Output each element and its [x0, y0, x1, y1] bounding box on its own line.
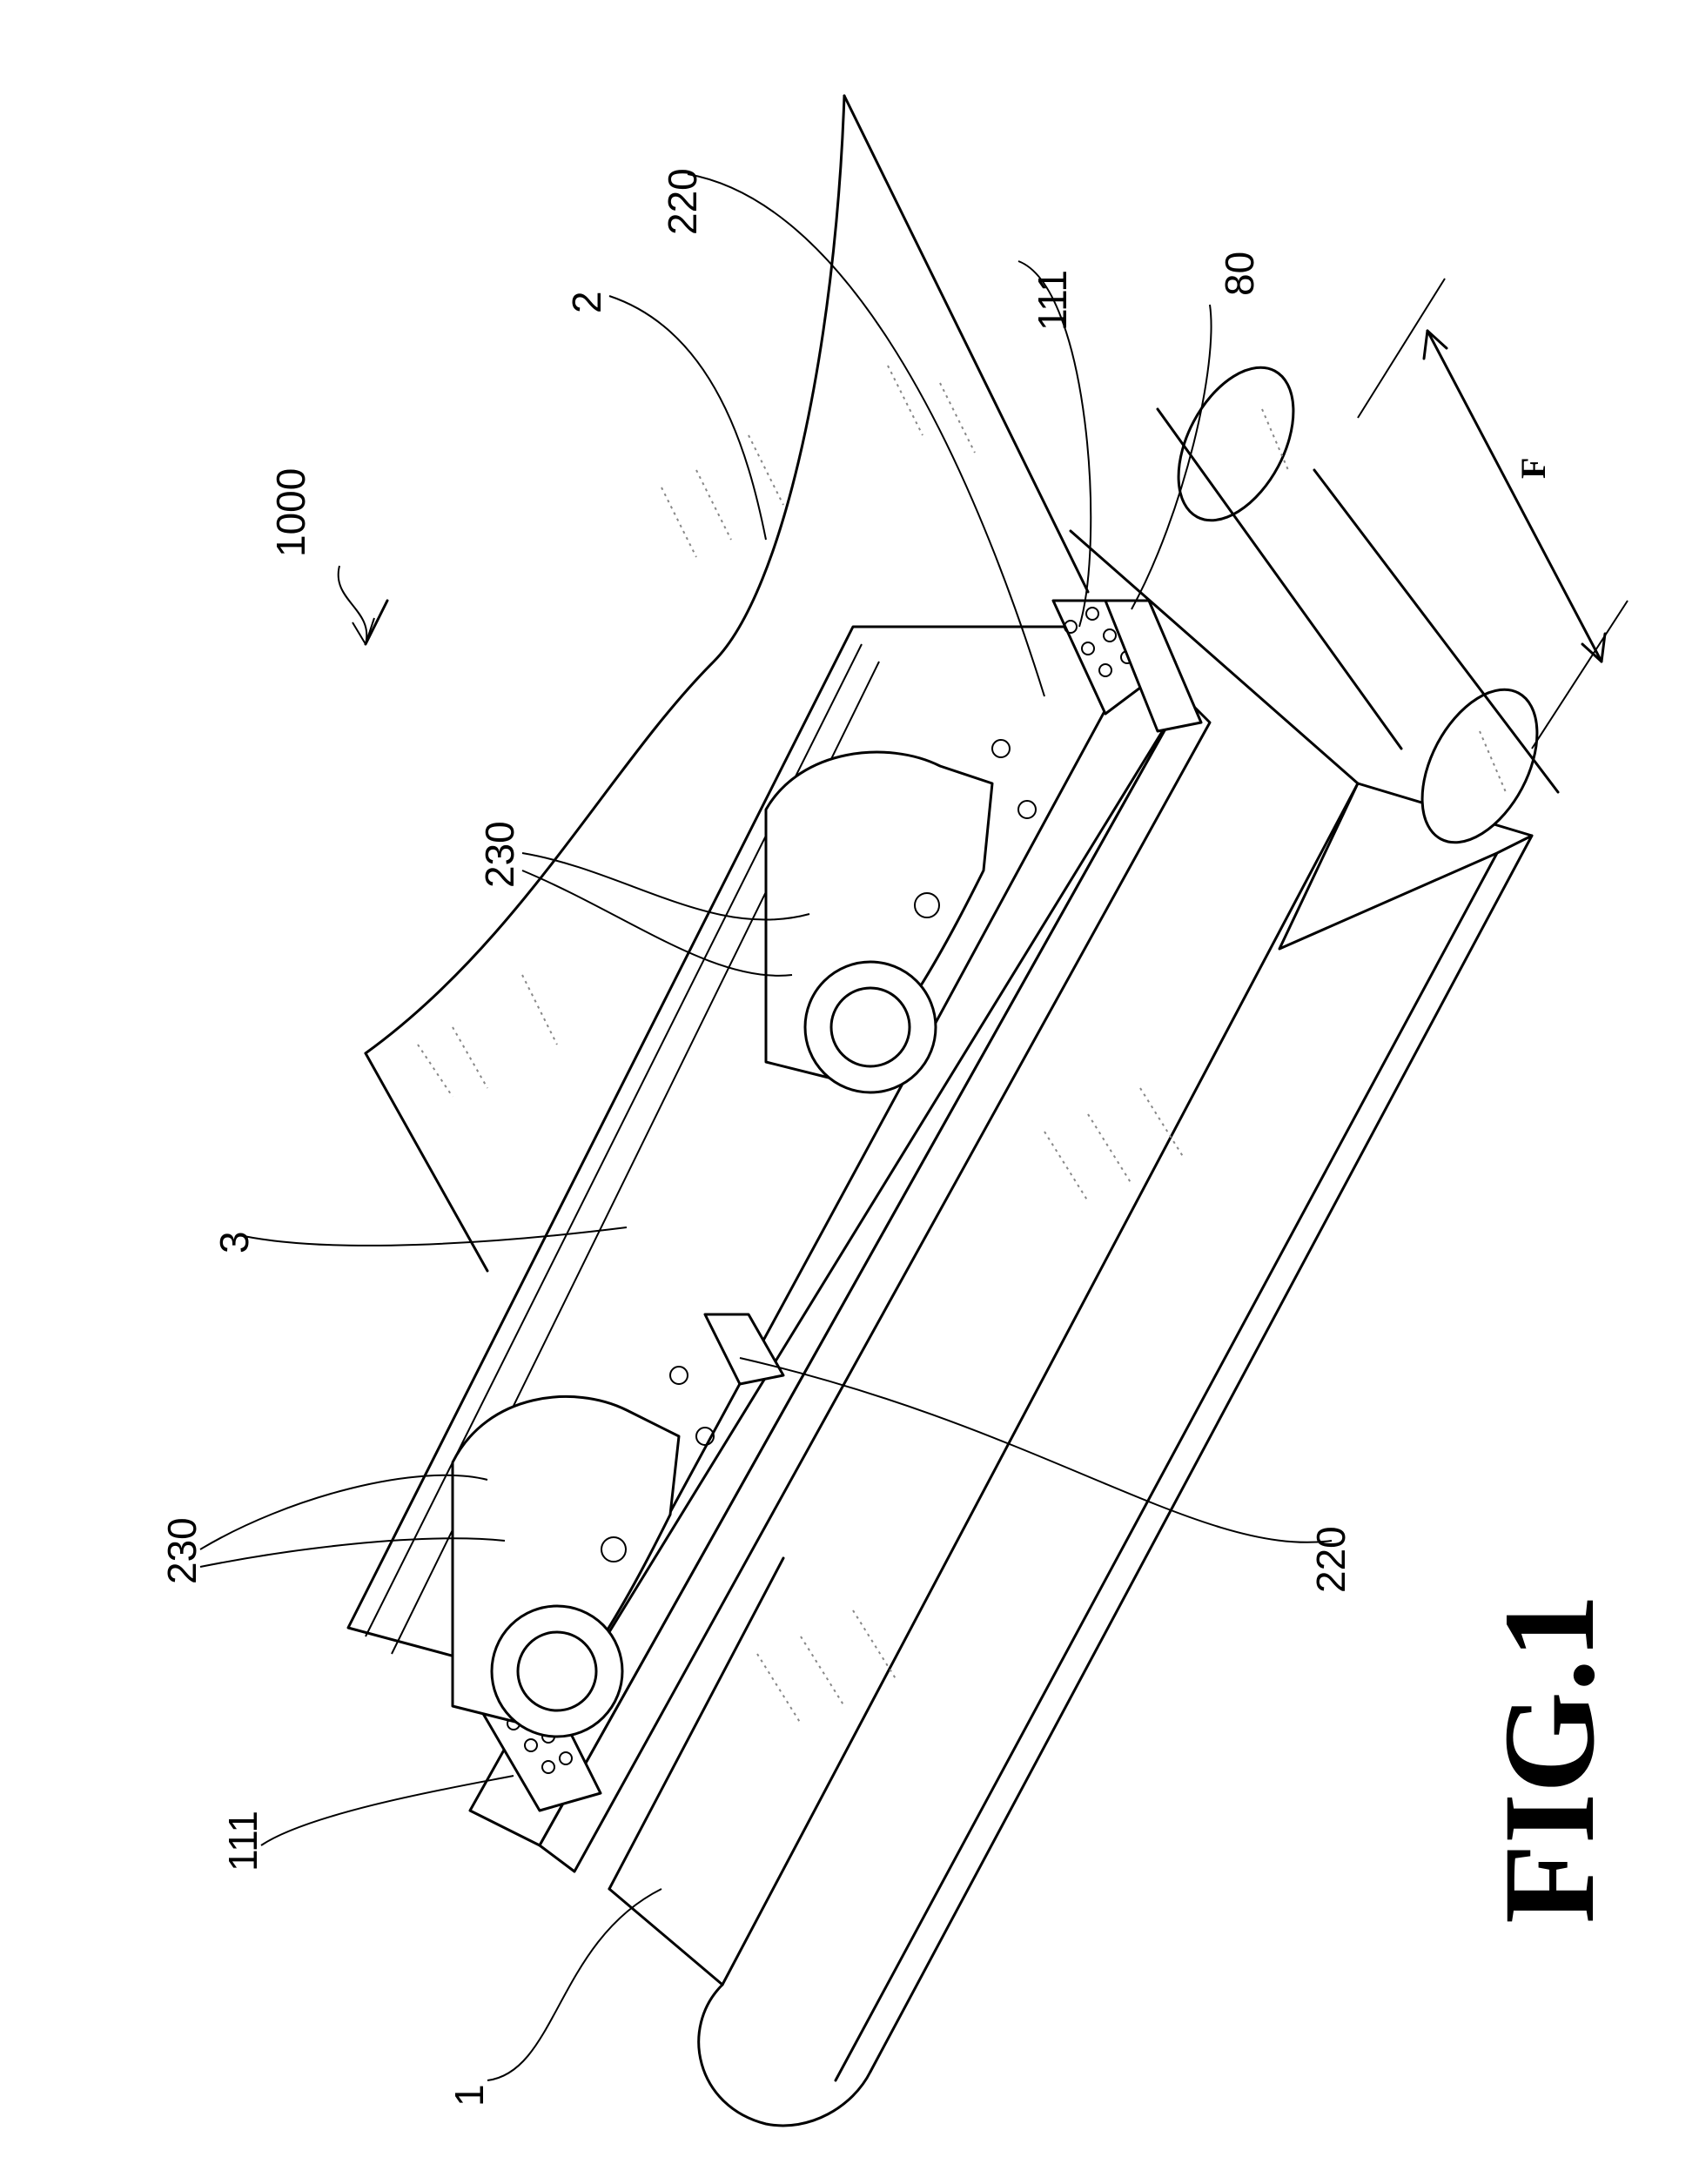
label-220-bottom: 220 [1308, 1526, 1353, 1593]
direction-label: F [1514, 458, 1553, 479]
label-2: 2 [564, 291, 609, 313]
label-80: 80 [1217, 252, 1262, 296]
label-3: 3 [212, 1231, 257, 1253]
direction-arrow: F [1358, 279, 1628, 749]
label-230-top: 230 [477, 821, 522, 888]
label-111-top: 111 [1030, 270, 1075, 331]
label-111-bottom: 111 [220, 1811, 265, 1872]
figure-caption: FIG.1 [1477, 1594, 1622, 1924]
label-230-bottom: 230 [159, 1517, 205, 1584]
assembly-arrow-icon [366, 601, 387, 644]
label-1000: 1000 [268, 468, 313, 557]
label-220-top: 220 [660, 168, 705, 235]
label-1: 1 [447, 2084, 492, 2107]
